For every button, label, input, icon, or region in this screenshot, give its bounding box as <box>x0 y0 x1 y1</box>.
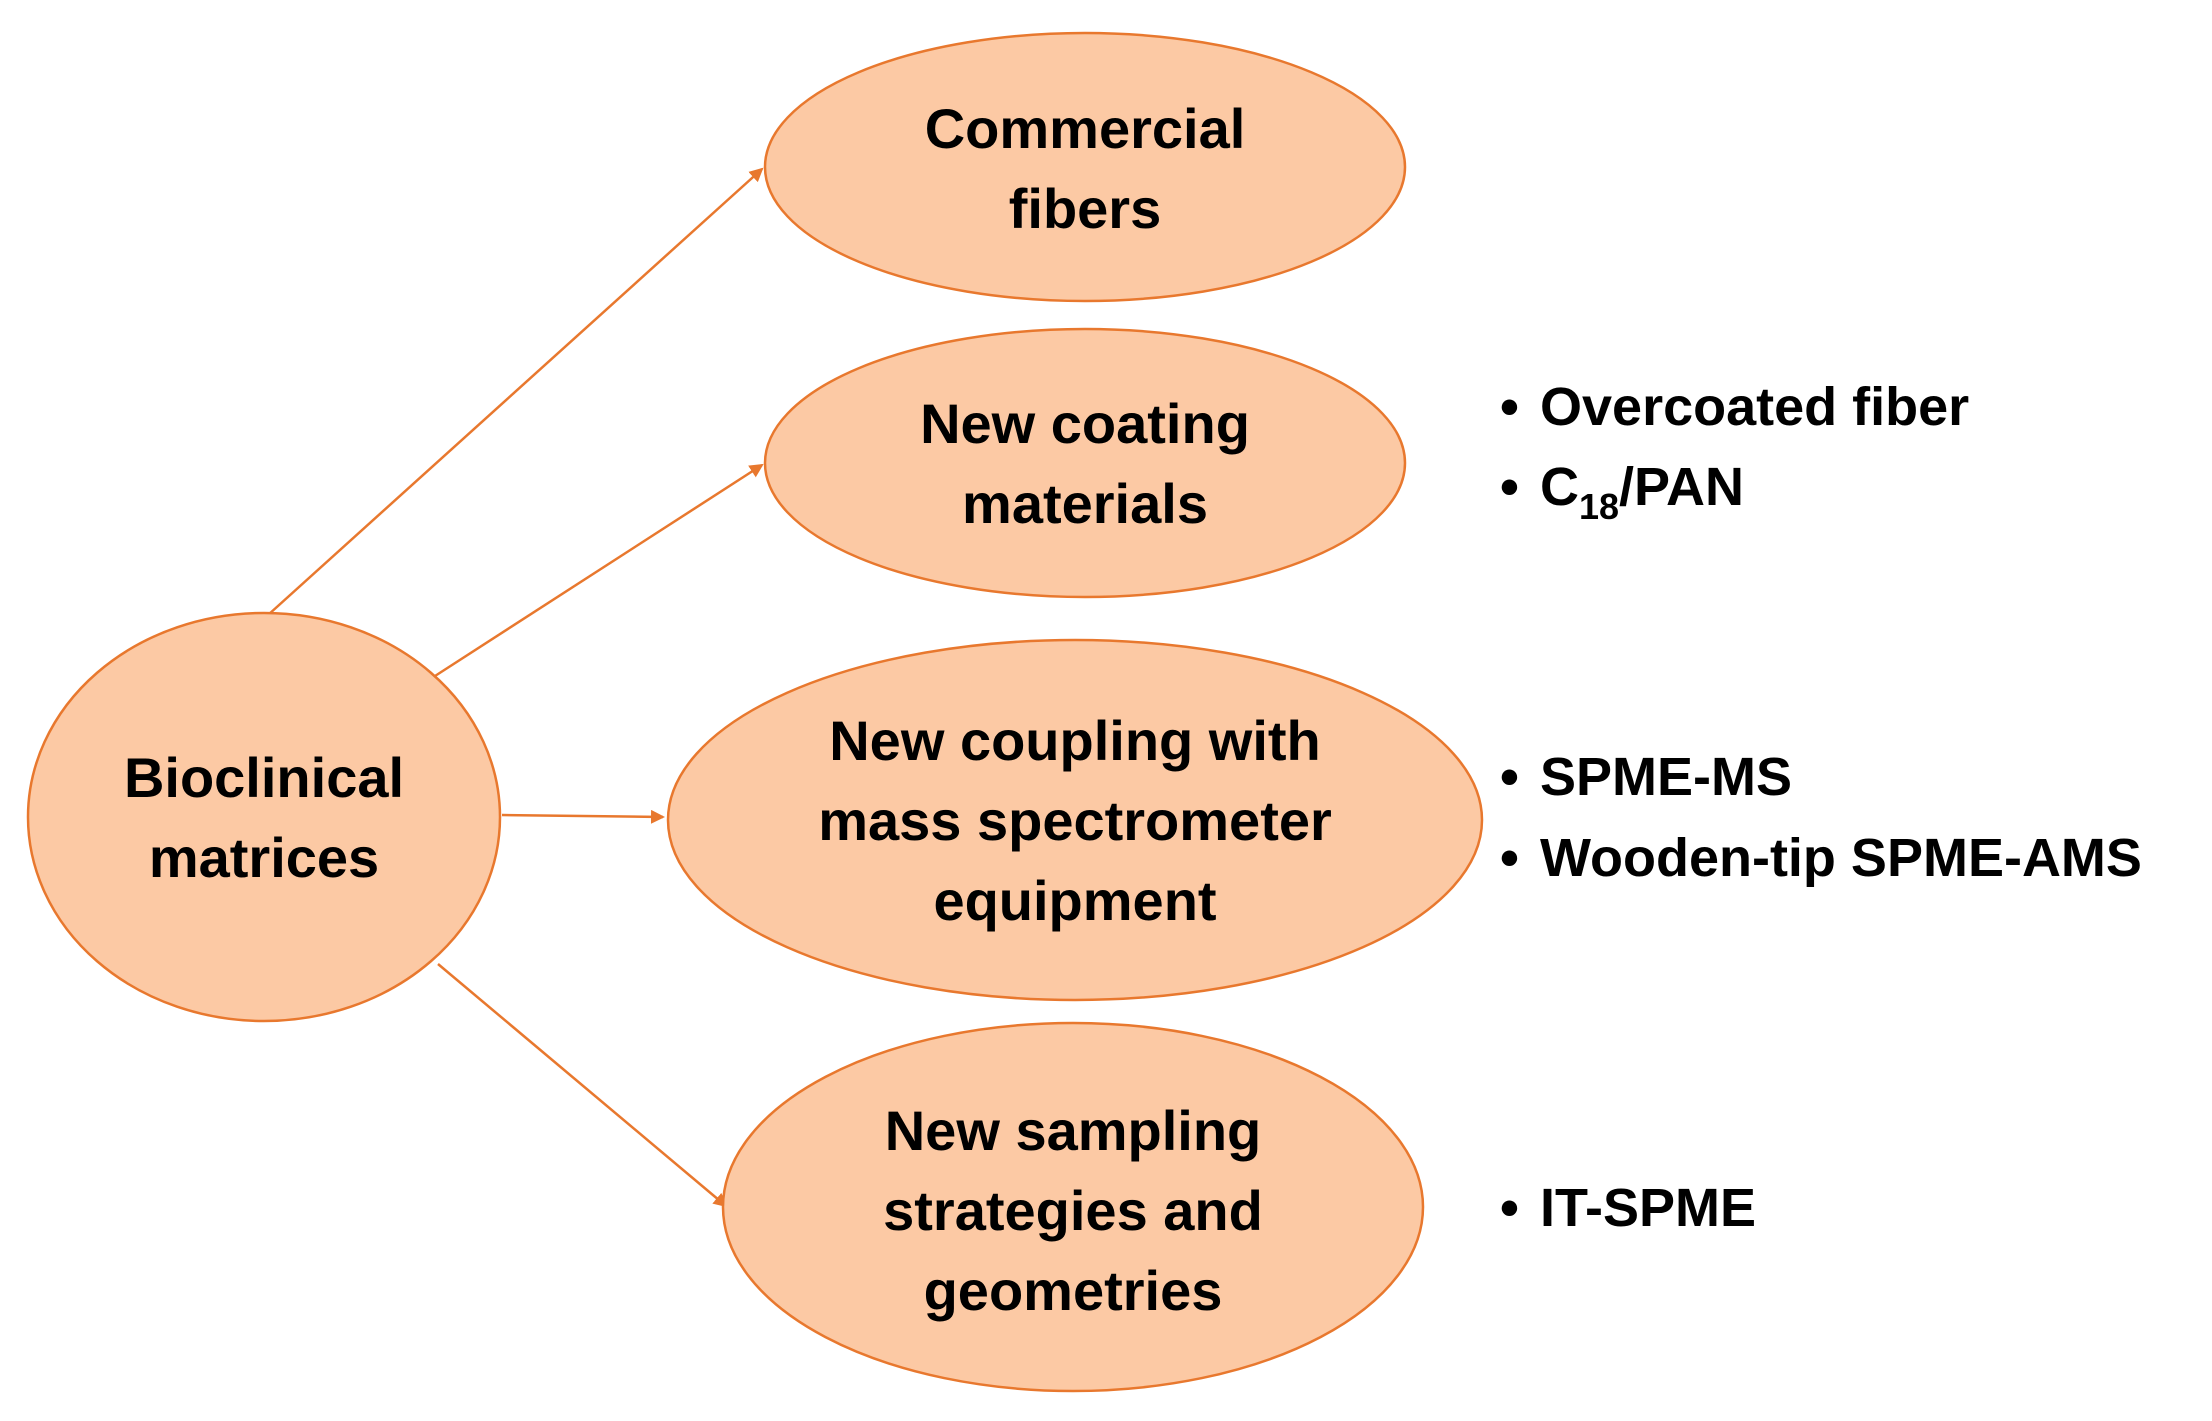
coating-bullets: • Overcoated fiber • C18/PAN <box>1500 377 1969 527</box>
commercial-fibers-node: Commercial fibers <box>763 31 1407 303</box>
new-sampling-node: New sampling strategies and geometries <box>721 1021 1425 1393</box>
root-node-label-line2: matrices <box>149 826 379 889</box>
new-coupling-node: New coupling with mass spectrometer equi… <box>666 638 1484 1002</box>
sampling-bullets: • IT-SPME <box>1500 1178 1756 1238</box>
new-sampling-label-line2: strategies and <box>883 1179 1263 1242</box>
arrow-to-new-coating-materials <box>434 463 764 678</box>
arrow-to-commercial-fibers <box>267 167 764 616</box>
new-coating-materials-node: New coating materials <box>763 327 1407 599</box>
new-coating-label-line1: New coating <box>920 392 1250 455</box>
formula-rest: /PAN <box>1619 457 1744 517</box>
bullet-dot: • <box>1500 828 1519 888</box>
bullet-dot: • <box>1500 457 1519 517</box>
bullet-it-spme: IT-SPME <box>1540 1178 1756 1238</box>
bullet-c18-pan: C18/PAN <box>1540 457 1744 527</box>
new-sampling-label-line3: geometries <box>924 1259 1223 1322</box>
bullet-spme-ms: SPME-MS <box>1540 747 1792 807</box>
bullet-dot: • <box>1500 377 1519 437</box>
commercial-fibers-label-line2: fibers <box>1009 177 1162 240</box>
formula-base: C <box>1540 457 1579 517</box>
bullet-wooden-tip-spme-ams: Wooden-tip SPME-AMS <box>1540 828 2142 888</box>
new-coupling-label-line3: equipment <box>933 869 1216 932</box>
commercial-fibers-label-line1: Commercial <box>925 97 1246 160</box>
root-node-label-line1: Bioclinical <box>124 746 404 809</box>
new-coupling-label-line2: mass spectrometer <box>818 789 1332 852</box>
bullet-dot: • <box>1500 1178 1519 1238</box>
new-coupling-label-line1: New coupling with <box>829 709 1321 772</box>
arrow-to-new-sampling <box>437 963 728 1208</box>
bullet-overcoated-fiber: Overcoated fiber <box>1540 377 1969 437</box>
new-sampling-label-line1: New sampling <box>885 1099 1262 1162</box>
arrow-to-new-coupling <box>501 809 665 824</box>
coupling-bullets: • SPME-MS • Wooden-tip SPME-AMS <box>1500 747 2142 888</box>
root-node: Bioclinical matrices <box>26 611 502 1023</box>
bullet-dot: • <box>1500 747 1519 807</box>
new-coating-label-line2: materials <box>962 472 1208 535</box>
formula-subscript: 18 <box>1579 486 1619 527</box>
